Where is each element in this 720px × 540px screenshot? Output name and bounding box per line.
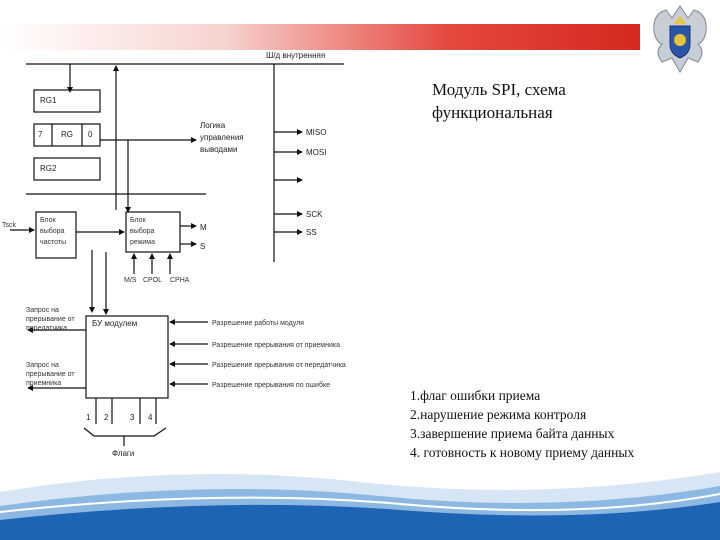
mode-label-3: режима [130, 239, 155, 246]
rg-bit7-label: 7 [38, 130, 43, 139]
legend-item-1: 1.флаг ошибки приема [410, 388, 541, 403]
bus-label: Ш/д внутренняя [266, 51, 325, 60]
rg2-box [33, 157, 101, 181]
rg-label: RG [61, 130, 73, 139]
pin-sck-label: SCK [306, 210, 323, 219]
mode-signal-cpha: CPHA [170, 277, 190, 284]
slide-title: Модуль SPI, схема функциональная [432, 78, 692, 124]
rg1-box [33, 89, 101, 113]
pin-mosi-label: MOSI [306, 148, 326, 157]
mode-label-2: выбора [130, 227, 155, 235]
slide-title-line1: Модуль SPI, схема [432, 80, 566, 99]
flag-number-4: 4 [148, 413, 153, 422]
tx-request-label-3: передатчика [26, 325, 67, 332]
rg-bit0-label: 0 [88, 130, 93, 139]
header-band [0, 24, 640, 50]
coat-of-arms-icon [653, 5, 707, 74]
mode-signal-cpol: CPOL [143, 277, 162, 284]
rg-box [33, 123, 101, 147]
flag-number-1: 1 [86, 413, 91, 422]
legend-item-4: 4. готовность к новому приему данных [410, 445, 635, 460]
control-block-label: БУ модулем [92, 319, 137, 328]
freq-label-3: частоты [40, 239, 66, 246]
slide-title-line2: функциональная [432, 103, 553, 122]
pin-miso-label: MISO [306, 128, 326, 137]
flags-label: Флаги [112, 449, 134, 458]
mode-label-1: Блок [130, 217, 147, 224]
flag-number-2: 2 [104, 413, 109, 422]
enable-error-irq-label: Разрешение прерывания по ошибке [212, 381, 330, 389]
logic-label-1: Логика [200, 121, 226, 130]
clock-input-label: Tsck [2, 222, 17, 229]
rx-request-label-2: прерывание от [26, 371, 75, 378]
rg1-label: RG1 [40, 96, 57, 105]
legend-item-3: 3.завершение приема байта данных [410, 426, 615, 441]
legend-item-2: 2.нарушение режима контроля [410, 407, 587, 422]
flags-brace [83, 427, 167, 437]
mode-signal-ms: M/S [124, 277, 137, 284]
enable-tx-irq-label: Разрешение прерывания от передатчика [212, 362, 346, 369]
tx-request-label-1: Запрос на [26, 307, 59, 314]
tx-request-label-2: прерывание от [26, 316, 75, 323]
logic-label-2: управления [200, 133, 244, 142]
control-block-box [85, 315, 169, 399]
enable-module-label: Разрешение работы модуля [212, 319, 304, 327]
pin-ss-label: SS [306, 228, 317, 237]
rx-request-label-3: приемника [26, 380, 61, 387]
mode-slave-label: S [200, 242, 205, 251]
freq-label-1: Блок [40, 217, 57, 224]
rx-request-label-1: Запрос на [26, 362, 59, 369]
flags-legend: 1.флаг ошибки приема 2.нарушение режима … [410, 386, 710, 462]
mode-master-label: M [200, 223, 207, 232]
bottom-wave-decoration [0, 472, 720, 540]
mode-select-box [125, 211, 181, 253]
flag-number-3: 3 [130, 413, 135, 422]
logic-label-3: выводами [200, 145, 238, 154]
rg2-label: RG2 [40, 164, 57, 173]
enable-rx-irq-label: Разрешение прерывания от приемника [212, 342, 340, 349]
freq-select-box [35, 211, 77, 259]
freq-label-2: выбора [40, 227, 65, 235]
